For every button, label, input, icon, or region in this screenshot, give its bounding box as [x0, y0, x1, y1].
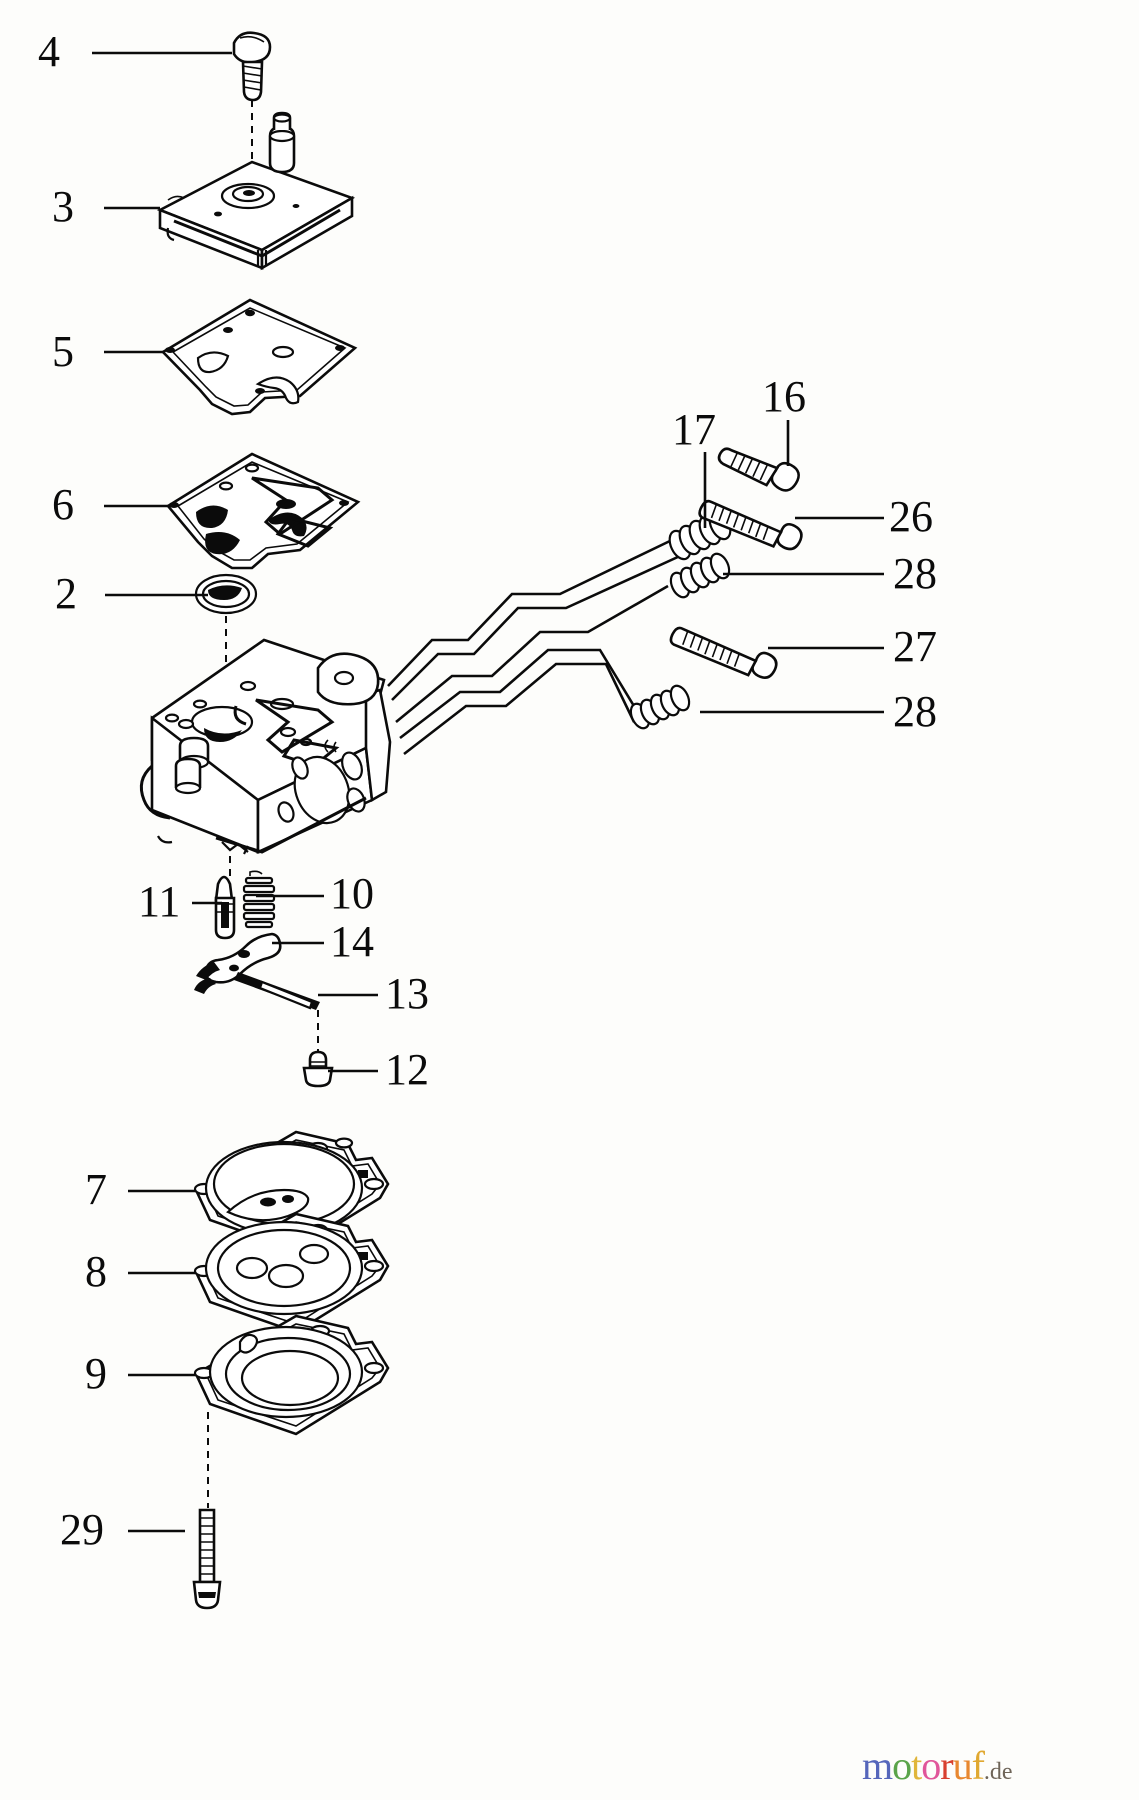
watermark-letter-3: o [921, 1743, 941, 1788]
callout-label-4: 4 [38, 27, 60, 76]
part-11-needle-valve [214, 875, 236, 940]
part-3-cover-plate [156, 111, 356, 271]
part-12-screw [302, 1050, 334, 1088]
part-14-lever [194, 932, 282, 994]
part-10-spring [242, 870, 276, 929]
callout-label-7: 7 [85, 1165, 107, 1214]
part-29-long-screw [192, 1508, 222, 1610]
watermark-letter-2: t [911, 1743, 922, 1788]
callout-label-16: 16 [762, 372, 806, 421]
callout-label-11: 11 [138, 877, 181, 926]
watermark-letter-5: u [952, 1743, 973, 1788]
watermark-suffix: .de [983, 1759, 1013, 1785]
part-6-diaphragm [166, 452, 361, 570]
callout-label-27: 27 [893, 622, 937, 671]
part-body-carburetor [139, 638, 392, 855]
watermark-letter-1: o [892, 1743, 912, 1788]
motoruf-watermark: motoruf.de [862, 1742, 1013, 1789]
callout-label-8: 8 [85, 1247, 107, 1296]
callout-label-28: 28 [893, 687, 937, 736]
callout-label-10: 10 [330, 869, 374, 918]
part-7-metering-diaphragm [193, 1130, 390, 1252]
callout-label-2: 2 [55, 569, 77, 618]
callout-label-29: 29 [60, 1505, 104, 1554]
callout-label-5: 5 [52, 327, 74, 376]
callout-leaders [92, 51, 884, 1533]
callout-label-3: 3 [52, 182, 74, 231]
part-27-needle-screw [669, 626, 778, 679]
callout-label-17: 17 [672, 405, 716, 454]
watermark-letter-0: m [862, 1743, 893, 1788]
part-8-metering-gasket [193, 1212, 390, 1334]
callout-label-14: 14 [330, 917, 374, 966]
watermark-letter-6: f [971, 1743, 985, 1788]
callout-label-9: 9 [85, 1349, 107, 1398]
callout-label-13: 13 [385, 969, 429, 1018]
part-9-metering-cover [193, 1314, 390, 1436]
callout-label-28: 28 [893, 549, 937, 598]
part-28-spring-upper [669, 552, 731, 599]
watermark-letter-4: r [940, 1743, 953, 1788]
part-13-pin [234, 972, 320, 1010]
needle-assembly-leader-lines [387, 538, 681, 756]
part-16-screw [717, 447, 800, 492]
callout-label-12: 12 [385, 1045, 429, 1094]
part-28-spring-lower [629, 684, 691, 730]
part-4-screw [232, 31, 272, 102]
callout-label-6: 6 [52, 480, 74, 529]
callout-label-26: 26 [889, 492, 933, 541]
part-26-needle-screw [698, 499, 803, 551]
part-5-gasket [160, 298, 358, 416]
